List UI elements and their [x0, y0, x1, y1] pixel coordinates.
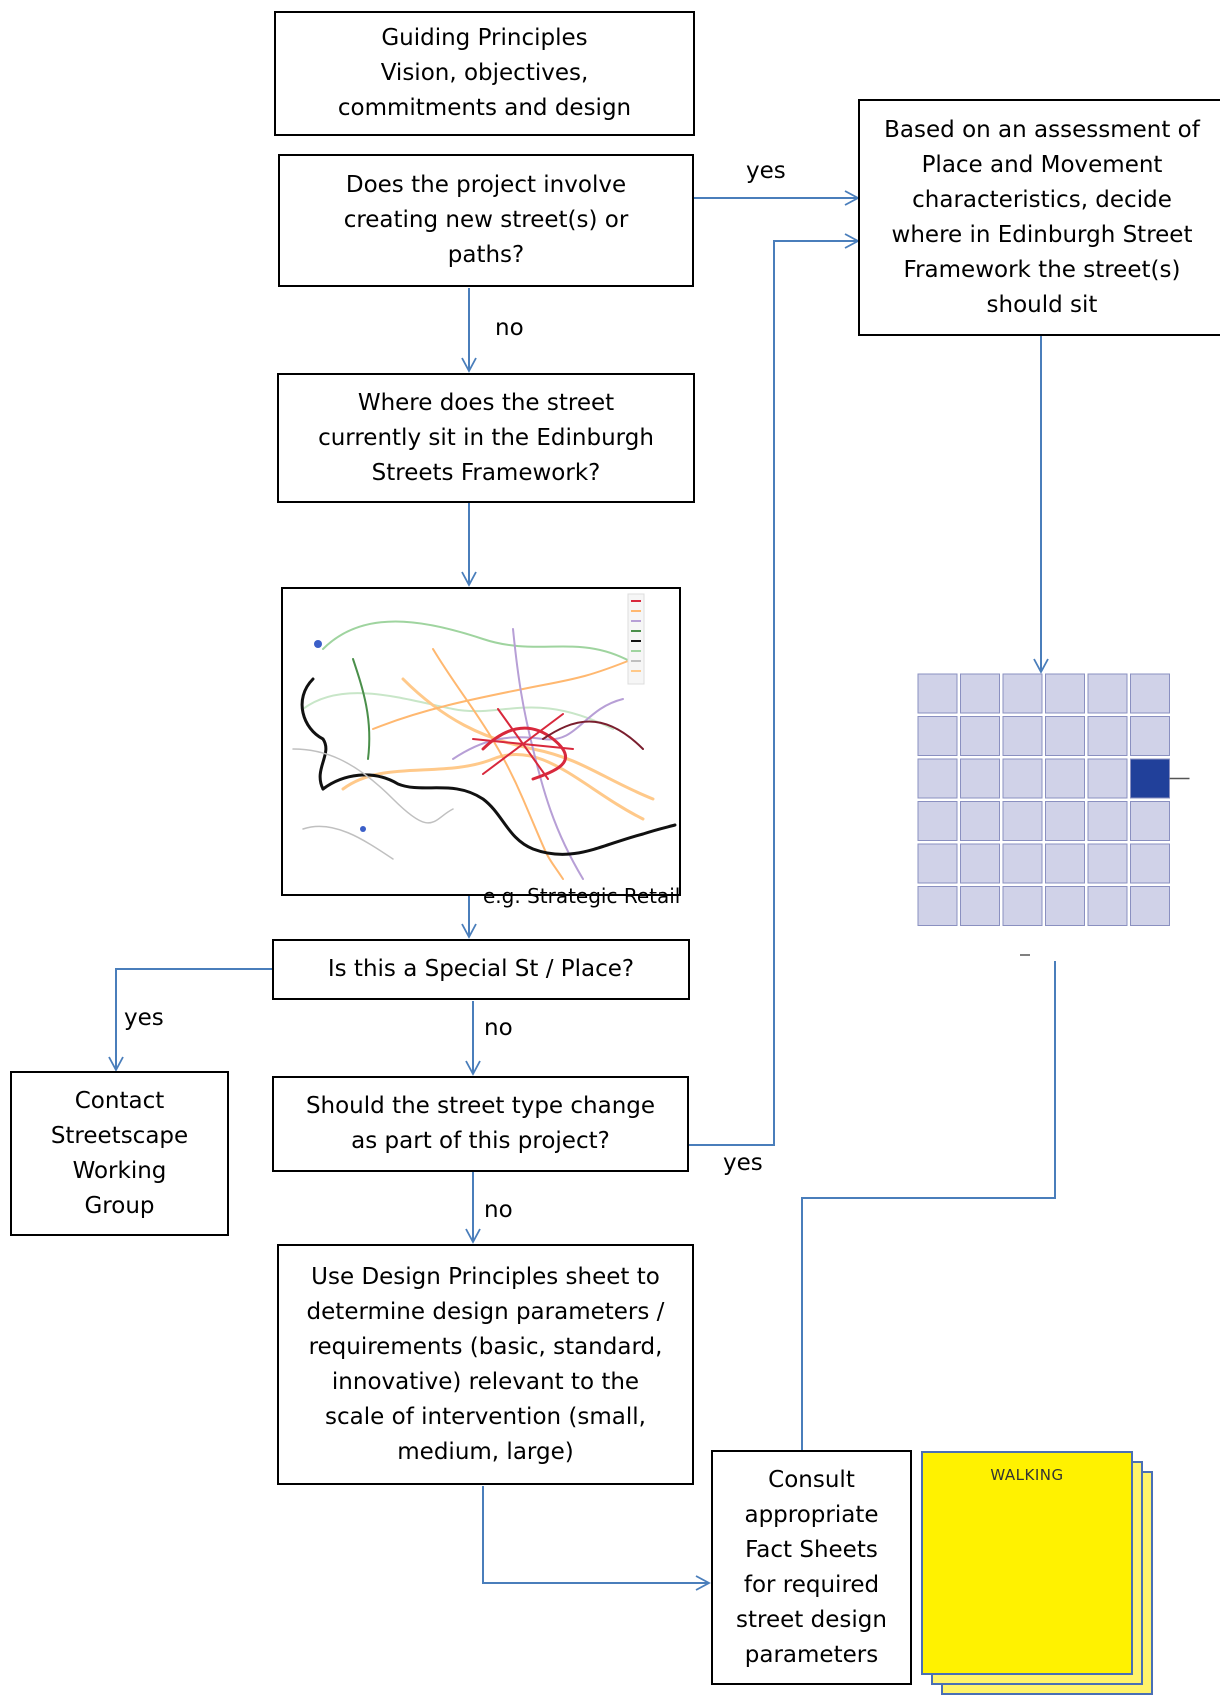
- where-street-sits-box: Where does the street currently sit in th…: [277, 373, 695, 503]
- box-text-line: Consult: [768, 1466, 855, 1493]
- label-no-special: no: [484, 1015, 513, 1041]
- box-text-line: Where does the street: [357, 389, 615, 416]
- box-text-line: Fact Sheets: [745, 1536, 878, 1563]
- grid-cell: [1130, 886, 1170, 926]
- grid-cell: [1045, 758, 1085, 799]
- grid-cell: [1087, 886, 1128, 926]
- grid-cell: [1130, 843, 1170, 884]
- box-text-line: requirements (basic, standard,: [308, 1333, 663, 1360]
- box-text-line: medium, large): [397, 1438, 574, 1465]
- box-text-line: Streetscape: [50, 1122, 189, 1149]
- grid-cell: [1002, 716, 1043, 756]
- grid-cell: [960, 716, 1000, 756]
- grid-cell: [1002, 843, 1043, 884]
- box-text-line: Vision, objectives,: [380, 60, 589, 86]
- arrow-special-yes: [108, 968, 272, 1072]
- grid-cell: [960, 843, 1000, 884]
- grid-cell: [1045, 843, 1085, 884]
- grid-cell: [917, 673, 958, 714]
- walking-sheet-label-wrap: WALKING: [922, 1452, 1132, 1484]
- grid-cell: [1045, 716, 1085, 756]
- box-text-line: determine design parameters /: [306, 1298, 665, 1325]
- label-yes-special: yes: [124, 1005, 164, 1031]
- box-text-line: Guiding Principles: [381, 25, 588, 51]
- grid-cell-selected: [1130, 758, 1170, 799]
- box-text-line: Does the project involve: [345, 172, 627, 198]
- grid-cell: [1045, 886, 1085, 926]
- box-text-line: creating new street(s) or: [343, 207, 629, 233]
- box-text-line: Group: [84, 1192, 155, 1219]
- grid-cell: [960, 886, 1000, 926]
- arrow-design-to-consult: [482, 1486, 711, 1591]
- grid-cell: [1045, 801, 1085, 841]
- box-text-line: should sit: [986, 291, 1098, 318]
- label-example-strategic-retail: e.g. Strategic Retail: [483, 884, 681, 908]
- box-text-line: Is this a Special St / Place?: [327, 956, 635, 982]
- grid-cell: [1002, 673, 1043, 714]
- street-network-map: [292, 593, 677, 880]
- arrow-change-yes: [689, 233, 860, 1146]
- box-text-line: scale of intervention (small,: [325, 1403, 646, 1430]
- grid-cell: [960, 673, 1000, 714]
- box-text-line: as part of this project?: [351, 1128, 610, 1154]
- arrow-grid-to-consult: [794, 961, 1056, 1500]
- grid-cell: [1087, 843, 1128, 884]
- box-text-line: commitments and design: [337, 95, 632, 121]
- grid-cell: [1087, 673, 1128, 714]
- box-text-line: Contact: [74, 1087, 165, 1114]
- label-no-new-street: no: [495, 315, 524, 341]
- grid-cell: [917, 843, 958, 884]
- grid-cell: [917, 886, 958, 926]
- box-text-line: appropriate: [744, 1501, 879, 1528]
- grid-cell: [1130, 801, 1170, 841]
- box-text-line: innovative) relevant to the: [331, 1368, 640, 1395]
- walking-sheet-title: WALKING: [990, 1466, 1064, 1484]
- grid-cell: [1002, 758, 1043, 799]
- grid-cell: [1087, 716, 1128, 756]
- box-text-line: parameters: [744, 1641, 879, 1668]
- box-text-line: Streets Framework?: [371, 459, 601, 486]
- fact-sheet-front: [921, 1451, 1133, 1675]
- grid-cell: [960, 758, 1000, 799]
- grid-cell: [917, 758, 958, 799]
- grid-cell: [917, 716, 958, 756]
- edinburgh-streets-map: [281, 587, 681, 896]
- box-text-line: for required: [743, 1571, 880, 1598]
- grid-cell: [1045, 673, 1085, 714]
- fact-sheet-stack: [921, 1451, 1153, 1695]
- street-type-change-box: Should the street type change as part of …: [272, 1076, 689, 1172]
- new-street-question-box: Does the project involve creating new str…: [278, 154, 694, 287]
- label-yes-change: yes: [723, 1150, 763, 1176]
- box-text-line: paths?: [447, 242, 525, 268]
- grid-cell: [1130, 673, 1170, 714]
- street-framework-grid: [917, 673, 1190, 956]
- grid-cell: [1087, 758, 1128, 799]
- box-text-line: Place and Movement: [921, 151, 1163, 178]
- grid-cell: [1002, 886, 1043, 926]
- box-text-line: Based on an assessment of: [884, 116, 1200, 143]
- box-text-line: Should the street type change: [305, 1093, 656, 1119]
- box-text-line: street design: [736, 1606, 887, 1633]
- grid-cell: [1002, 801, 1043, 841]
- assessment-box: Based on an assessment of Place and Movem…: [858, 99, 1220, 336]
- box-text-line: currently sit in the Edinburgh: [318, 424, 654, 451]
- label-yes-new-street: yes: [746, 158, 786, 184]
- grid-cell: [960, 801, 1000, 841]
- box-text-line: Working: [72, 1157, 167, 1184]
- grid-cell: [917, 801, 958, 841]
- box-text-line: Framework the street(s): [903, 256, 1181, 283]
- label-no-change: no: [484, 1197, 513, 1223]
- grid-cell: [1087, 801, 1128, 841]
- box-text-line: Use Design Principles sheet to: [311, 1263, 660, 1290]
- grid-cell: [1130, 716, 1170, 756]
- box-text-line: characteristics, decide: [912, 186, 1172, 213]
- special-street-question-box: Is this a Special St / Place?: [272, 939, 690, 1000]
- box-text-line: where in Edinburgh Street: [891, 221, 1193, 248]
- design-principles-box: Use Design Principles sheet to determine …: [277, 1244, 694, 1485]
